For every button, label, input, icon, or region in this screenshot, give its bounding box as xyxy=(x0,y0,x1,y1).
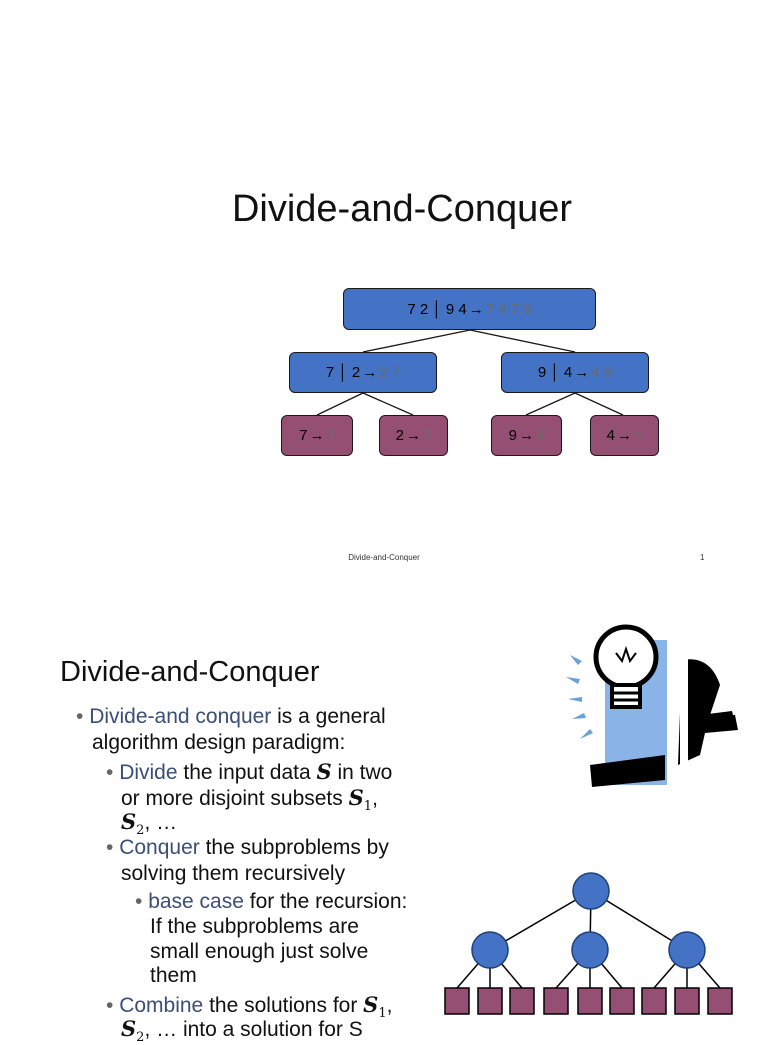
leaf-output: 9 xyxy=(536,427,545,444)
slide1-title: Divide-and-Conquer xyxy=(231,188,573,230)
recursion-tree-icon xyxy=(444,872,733,1015)
highlight-term: Conquer xyxy=(119,836,200,859)
left-output: 2 7 xyxy=(379,364,401,381)
leaf-input: 4 xyxy=(606,427,615,444)
root-arrow: → xyxy=(468,300,484,318)
right-arrow: → xyxy=(574,364,590,381)
highlight-term: Divide-and conquer xyxy=(89,705,272,728)
bullet-text-line: or more disjoint subsets S1, xyxy=(121,785,378,815)
bullet-text-line: algorithm design paradigm: xyxy=(92,731,346,754)
leaf-arrow: → xyxy=(617,427,632,444)
bullet-divide: • Divide the input data S in two xyxy=(106,759,393,784)
leaf-input: 7 xyxy=(299,427,308,444)
math-subscript: 1 xyxy=(378,1006,387,1022)
leaf-output: 4 xyxy=(634,427,643,444)
math-symbol: S xyxy=(121,809,137,834)
bullet-text-line: S2, … xyxy=(121,809,177,838)
bullet-text: for the recursion: xyxy=(243,890,408,913)
math-symbol: S xyxy=(348,785,364,810)
leaf-output: 2 xyxy=(423,427,432,444)
bullet-text-line: them xyxy=(150,964,197,987)
tree-root-node: 7 2 │ 9 4→2 4 7 9 xyxy=(343,288,596,330)
leaf-input: 2 xyxy=(395,427,404,444)
leaf-output: 7 xyxy=(326,427,335,444)
highlight-term: Combine xyxy=(119,994,204,1017)
bullet-text: the input data xyxy=(177,761,317,784)
slide-number: 1 xyxy=(700,553,705,562)
bullet-text: or more disjoint subsets xyxy=(121,787,349,810)
tree-leaf-node: 7→7 xyxy=(281,415,353,456)
math-subscript: 2 xyxy=(136,1030,145,1045)
math-subscript: 2 xyxy=(136,823,145,839)
bullet-text: the subproblems by xyxy=(199,836,389,859)
tree-right-node: 9 │ 4→4 9 xyxy=(501,352,649,393)
slide-footer: Divide-and-Conquer xyxy=(348,553,420,562)
bullet-text-line: solving them recursively xyxy=(121,862,346,885)
math-subscript: 1 xyxy=(363,799,373,815)
bullet-text: is a general xyxy=(271,705,386,728)
bullet-text: , … into a solution for S xyxy=(144,1018,363,1041)
leaf-arrow: → xyxy=(519,427,534,444)
bullet-conquer: • Conquer the subproblems by xyxy=(106,836,389,859)
idea-lightbulb-figure-icon xyxy=(566,624,738,790)
slide2-title: Divide-and-Conquer xyxy=(60,656,320,688)
bullet-text-line: If the subproblems are xyxy=(150,915,359,938)
root-output: 2 4 7 9 xyxy=(485,300,532,318)
tree-leaf-node: 2→2 xyxy=(379,415,448,456)
leaf-arrow: → xyxy=(406,427,421,444)
bullet-text-line: small enough just solve xyxy=(150,940,369,963)
bullet-combine: • Combine the solutions for S1, xyxy=(106,992,393,1022)
highlight-term: Divide xyxy=(119,761,178,784)
left-input: 7 │ 2 xyxy=(325,364,361,381)
math-symbol: S xyxy=(363,992,379,1017)
right-output: 4 9 xyxy=(591,364,613,381)
left-arrow: → xyxy=(362,364,378,381)
tree-left-node: 7 │ 2→2 7 xyxy=(289,352,437,393)
math-symbol: S xyxy=(121,1016,137,1041)
bullet-text: the solutions for xyxy=(203,994,364,1017)
tree-leaf-node: 4→4 xyxy=(590,415,659,456)
highlight-term: base case xyxy=(148,890,244,913)
merge-sort-tree-edges xyxy=(316,329,624,416)
tree-leaf-node: 9→9 xyxy=(491,415,562,456)
bullet-text: in two xyxy=(331,761,393,784)
right-input: 9 │ 4 xyxy=(537,364,573,381)
leaf-arrow: → xyxy=(309,427,325,444)
leaf-input: 9 xyxy=(508,427,517,444)
bullet-text: , … xyxy=(144,811,178,834)
bullet-text-line: S2, … into a solution for S xyxy=(121,1016,363,1045)
root-input: 7 2 │ 9 4 xyxy=(407,300,467,318)
bullet-divide-and-conquer: • Divide-and conquer is a general xyxy=(76,705,386,728)
math-symbol: S xyxy=(316,759,332,784)
bullet-base-case: • base case for the recursion: xyxy=(135,890,408,913)
